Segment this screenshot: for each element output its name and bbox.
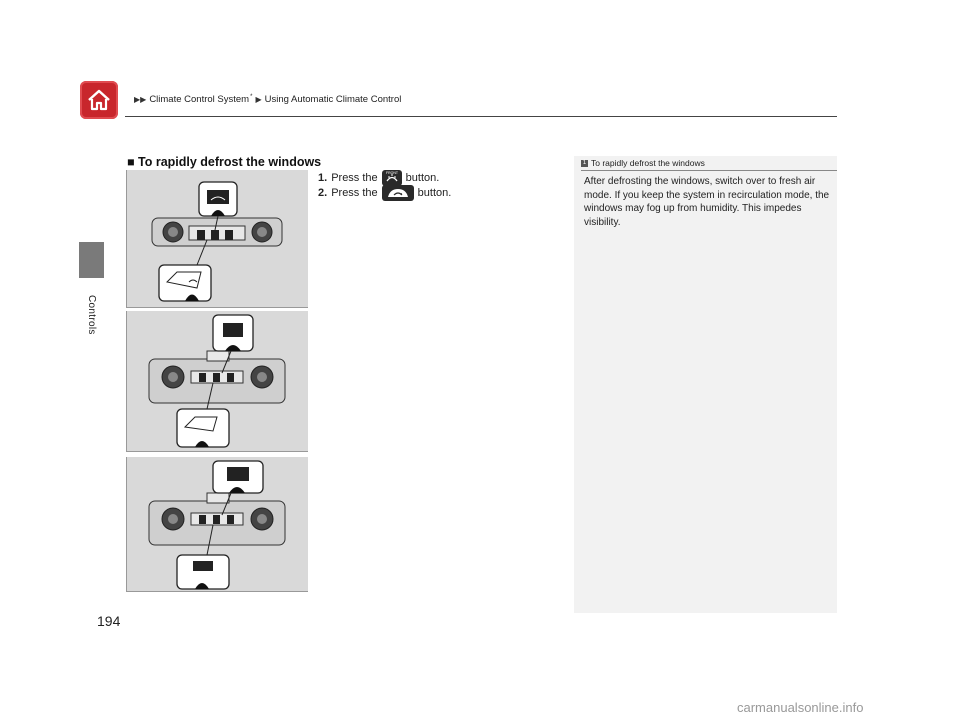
note-text: After defrosting the windows, switch ove… [584, 176, 830, 228]
note-divider [581, 170, 837, 171]
home-button[interactable] [80, 81, 118, 119]
watermark: carmanualsonline.info [737, 700, 864, 715]
step-2: 2. Press the button. [318, 185, 451, 201]
climate-panel-illustration-2 [126, 311, 308, 452]
step-1: 1. Press the FRONT button. [318, 170, 439, 186]
svg-text:FRONT: FRONT [386, 171, 399, 175]
section-title: ■ To rapidly defrost the windows [127, 155, 322, 169]
home-icon [88, 89, 110, 111]
step-text: Press the [331, 172, 378, 184]
chapter-tab[interactable] [79, 242, 104, 278]
note-title: To rapidly defrost the windows [591, 158, 705, 168]
step-number: 1. [318, 172, 328, 184]
header-divider [125, 116, 837, 117]
breadcrumb-link-climate[interactable]: Climate Control System* [149, 94, 253, 106]
breadcrumb-link-auto[interactable]: Using Automatic Climate Control [264, 94, 402, 106]
step-text: Press the [331, 187, 378, 199]
climate-panel-illustration-3 [126, 457, 308, 592]
front-defrost-icon: FRONT [381, 170, 402, 186]
breadcrumb-arrow-icon: ▶ [255, 95, 262, 105]
chapter-label: Controls [86, 295, 97, 335]
breadcrumb: ▶▶ Climate Control System* ▶ Using Autom… [134, 94, 401, 105]
step-text: button. [405, 172, 440, 184]
page-number: 194 [97, 613, 121, 629]
breadcrumb-arrow-icon: ▶▶ [134, 95, 147, 105]
asterisk: * [250, 94, 253, 100]
note-heading: 1 To rapidly defrost the windows [581, 158, 705, 168]
recirculation-icon [381, 185, 414, 201]
note-box [574, 156, 837, 613]
note-marker-icon: 1 [581, 159, 588, 167]
step-number: 2. [318, 187, 328, 199]
climate-panel-illustration-1 [126, 170, 308, 308]
step-text: button. [417, 187, 452, 199]
